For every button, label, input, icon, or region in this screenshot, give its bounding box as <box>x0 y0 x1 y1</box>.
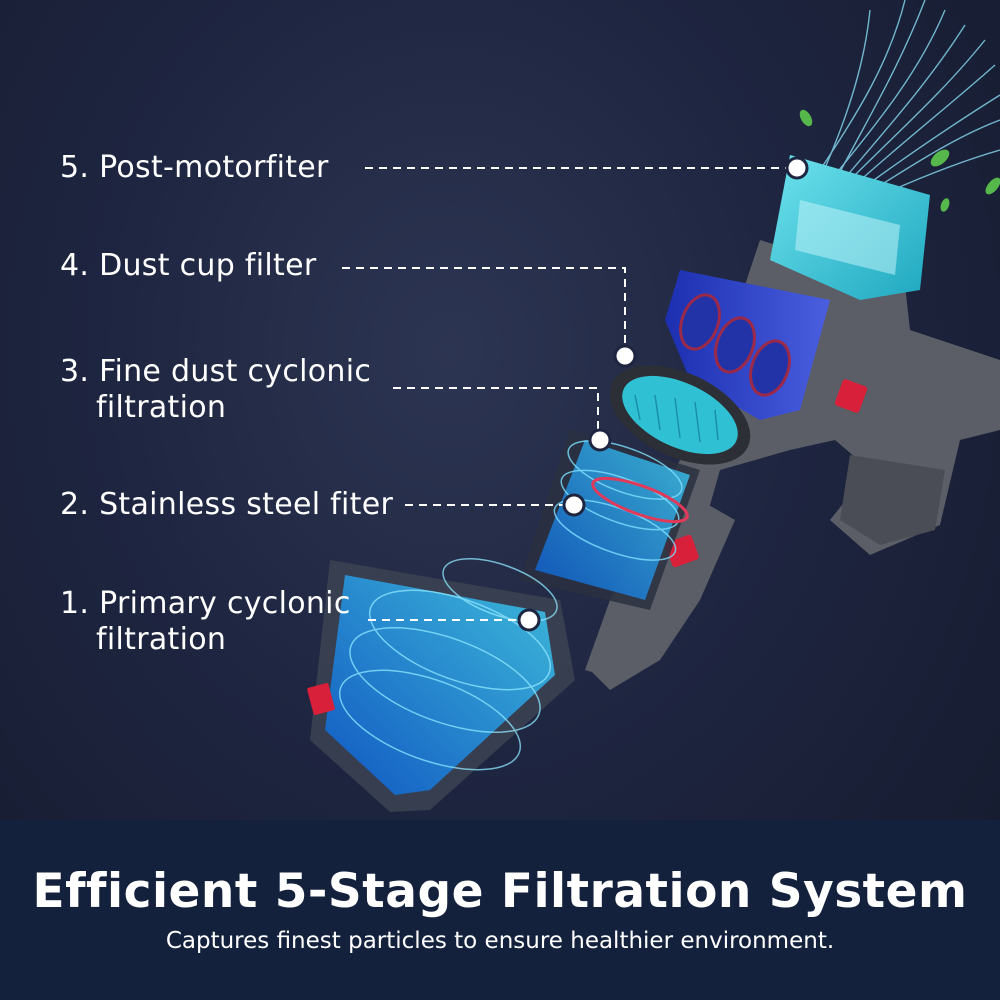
stage-5-title: Post-motorfiter <box>99 150 329 185</box>
footer-subtitle: Captures finest particles to ensure heal… <box>165 928 835 954</box>
stage-2-number: 2. <box>60 487 90 522</box>
stage-3-title-line2: filtration <box>96 390 227 425</box>
airflow-icon <box>819 0 1000 201</box>
stage-4-number: 4. <box>60 248 90 283</box>
stage-2-title: Stainless steel fiter <box>99 487 394 522</box>
footer-title: Efficient 5-Stage Filtration System <box>32 864 968 919</box>
callout-dot-icon <box>517 156 809 632</box>
stage-4-title: Dust cup filter <box>99 248 317 283</box>
stage-5-label: 5. Post-motorfiter <box>60 150 329 186</box>
stage-5-number: 5. <box>60 150 90 185</box>
stage-2-label: 2. Stainless steel fiter <box>60 487 393 523</box>
footer-band: Efficient 5-Stage Filtration System Capt… <box>0 820 1000 1000</box>
stage-1-title-line2: filtration <box>96 622 227 657</box>
stage-1-number: 1. <box>60 586 90 621</box>
stage-3-label: 3. Fine dust cyclonic filtration <box>60 354 371 426</box>
stage-4-label: 4. Dust cup filter <box>60 248 317 284</box>
stage-1-label: 1. Primary cyclonic filtration <box>60 586 351 658</box>
stage-3-title: Fine dust cyclonic <box>99 354 372 389</box>
stage-1-title: Primary cyclonic <box>99 586 351 621</box>
stage-3-number: 3. <box>60 354 90 389</box>
